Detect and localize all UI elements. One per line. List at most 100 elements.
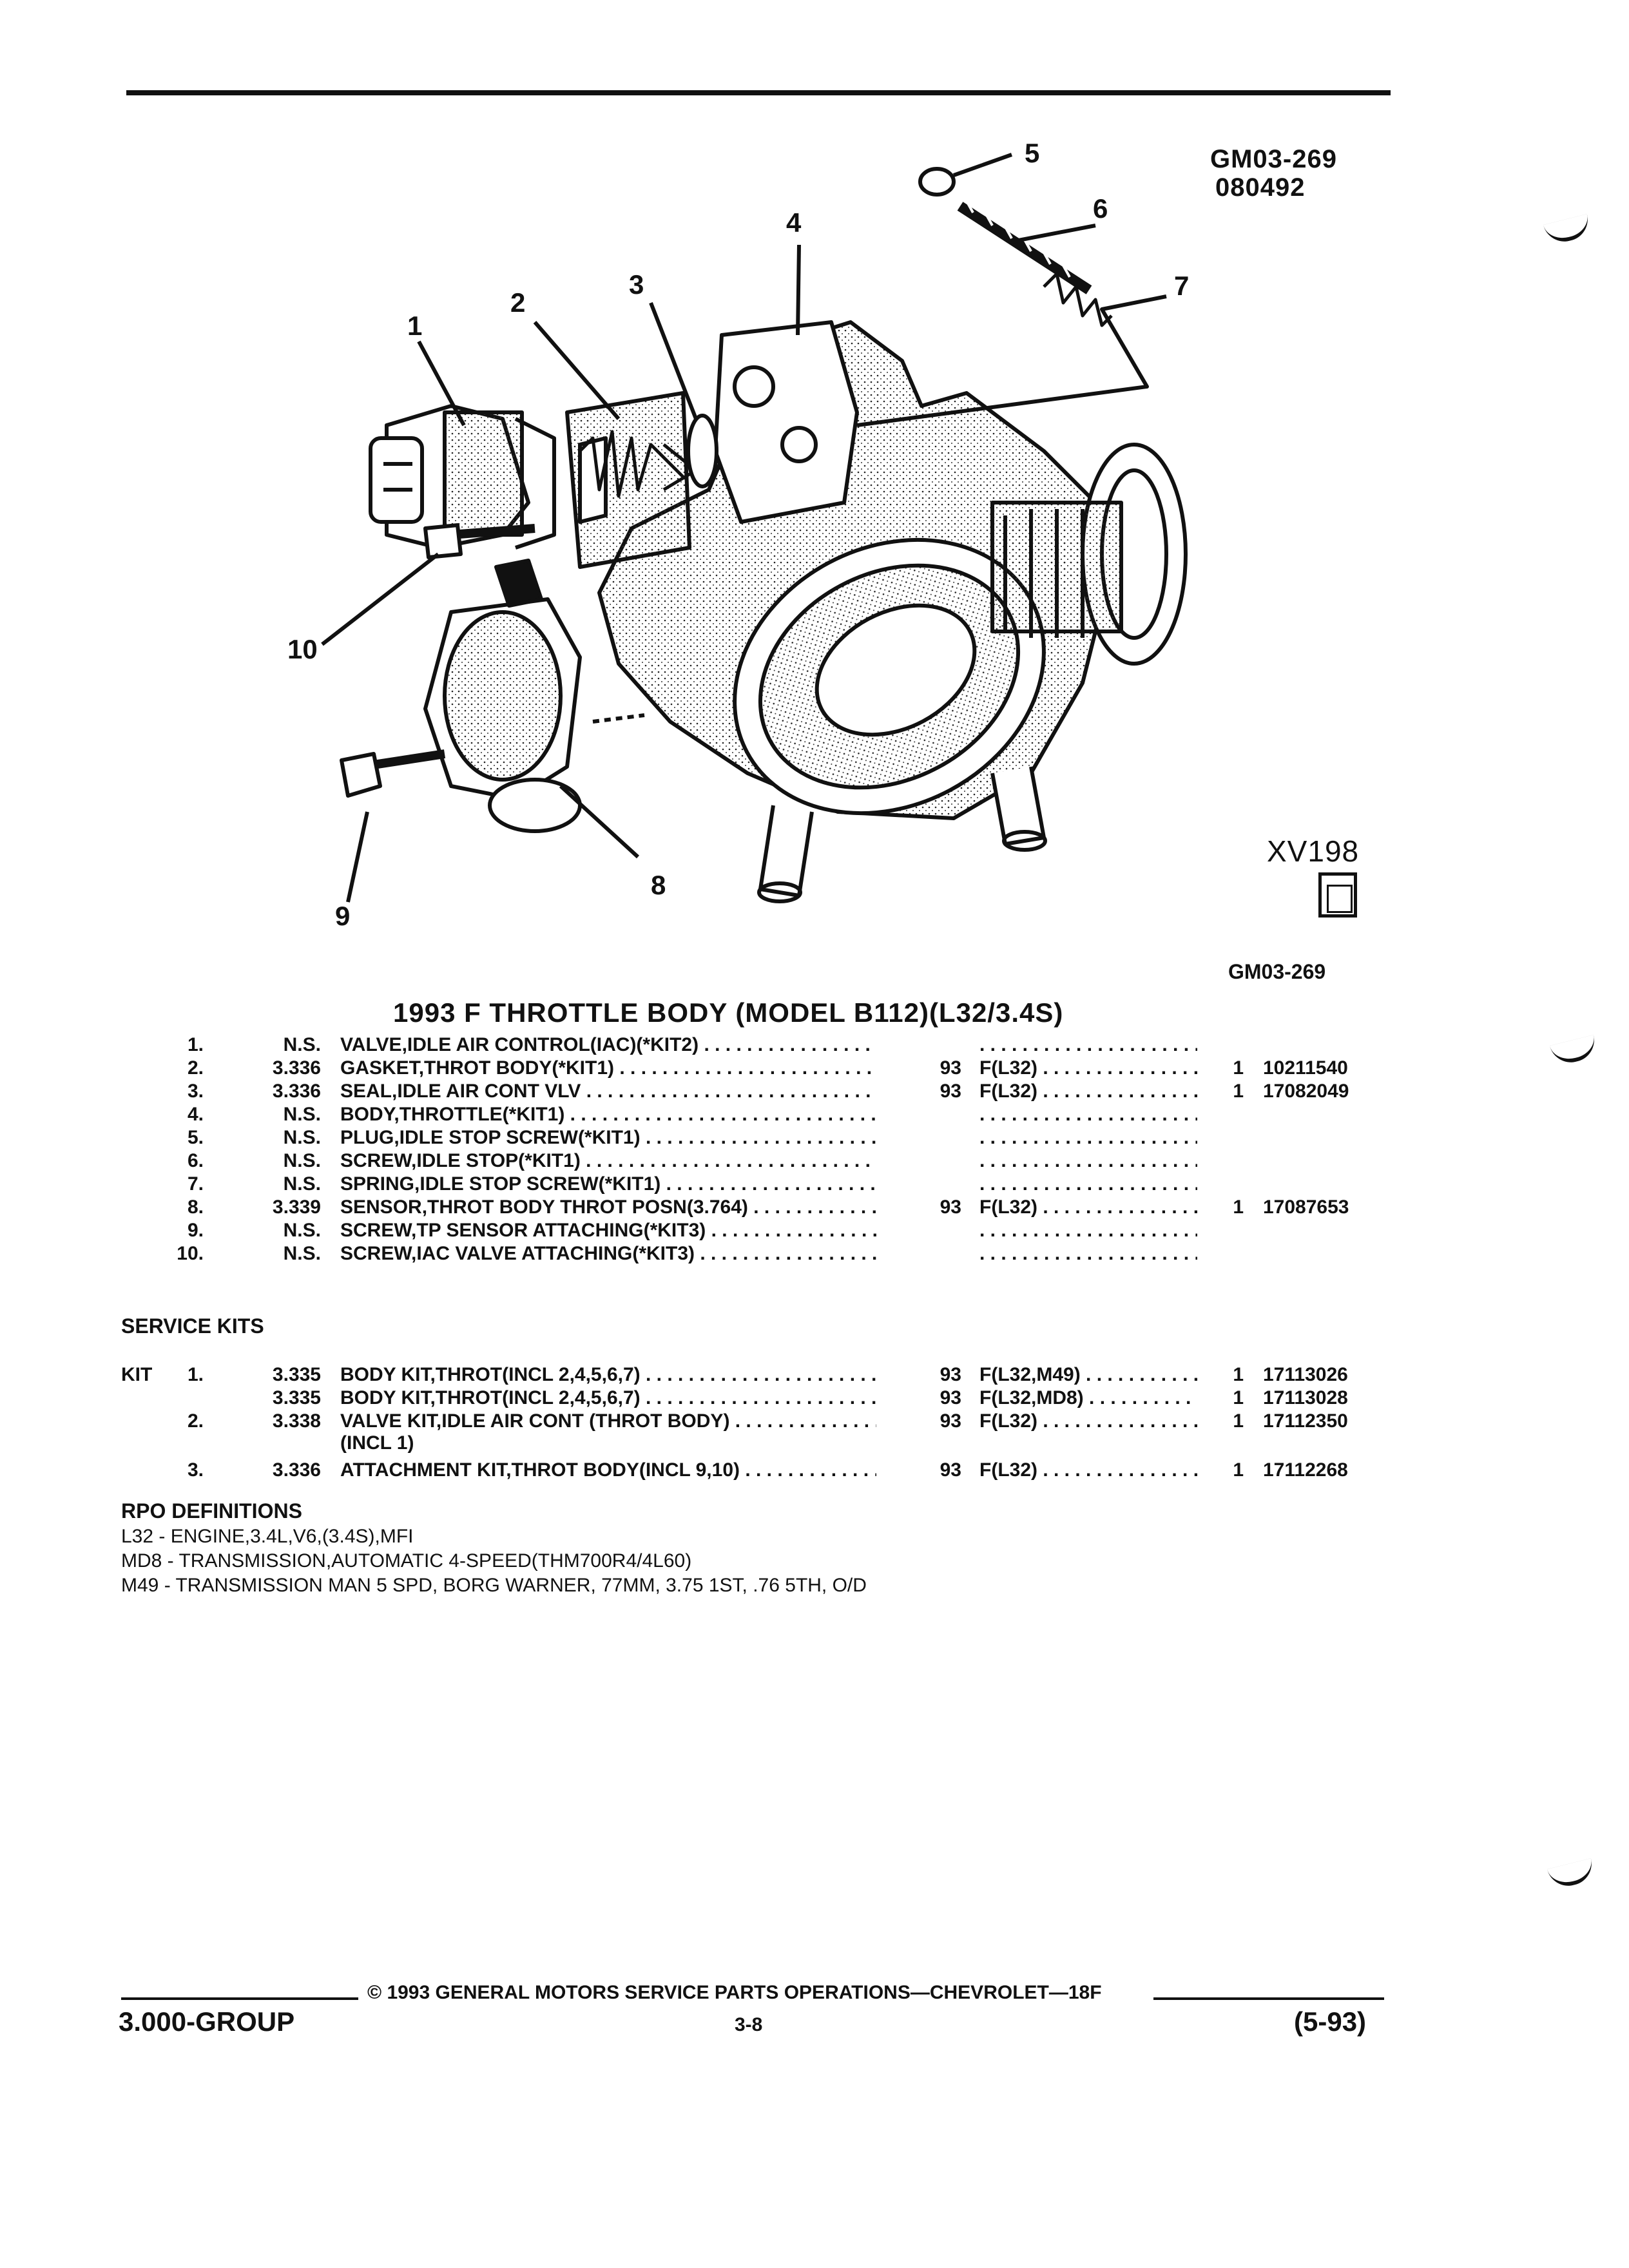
quantity: 1 <box>1233 1364 1244 1385</box>
part-description: SCREW,TP SENSOR ATTACHING(*KIT3) <box>340 1218 876 1244</box>
model-year: 93 <box>940 1459 961 1481</box>
model-year: 93 <box>940 1196 961 1218</box>
part-number: 17087653 <box>1263 1196 1349 1218</box>
part-name: SENSOR <box>340 1196 422 1218</box>
callout-7: 7 <box>1174 271 1190 301</box>
part-detail: ,THROT BODY THROT POSN(3.764) <box>421 1196 748 1218</box>
item-number: 8. <box>187 1196 204 1218</box>
callout-1: 1 <box>407 311 423 341</box>
leader-dots <box>979 1218 1197 1244</box>
part-name: SCREW <box>340 1150 412 1171</box>
callout-3: 3 <box>629 269 644 300</box>
figure-date: 080492 <box>1215 173 1306 202</box>
part-row: 8. 3.339 SENSOR,THROT BODY THROT POSN(3.76… <box>0 1195 1629 1220</box>
part-number: 17113028 <box>1263 1387 1348 1408</box>
part-detail-continued: (INCL 1) <box>340 1432 414 1454</box>
callout-6: 6 <box>1093 193 1108 224</box>
model-code: F(L32) <box>979 1055 1197 1081</box>
part-description: GASKET,THROT BODY(*KIT1) <box>340 1055 876 1081</box>
group-number: 3.338 <box>272 1410 321 1432</box>
leader-dots <box>979 1032 1197 1058</box>
idle-stop-screw <box>957 200 1092 294</box>
model-year: 93 <box>940 1410 961 1432</box>
group-number: 3.336 <box>272 1081 321 1102</box>
leader-dots <box>979 1241 1197 1267</box>
binding-mark <box>1547 1858 1597 1890</box>
item-number: 2. <box>187 1057 204 1079</box>
iac-valve <box>369 404 556 550</box>
throttle-body-illustration <box>321 153 1188 903</box>
part-name: BODY <box>340 1104 394 1125</box>
caption-id: GM03-269 <box>1228 960 1326 983</box>
leader-dots <box>979 1102 1197 1128</box>
footer-copyright: © 1993 GENERAL MOTORS SERVICE PARTS OPER… <box>367 1982 1102 2003</box>
part-name: PLUG <box>340 1127 394 1148</box>
part-row: 5.N.S.PLUG,IDLE STOP SCREW(*KIT1) <box>0 1125 1629 1151</box>
part-detail: ,THROT BODY(*KIT1) <box>418 1057 615 1079</box>
part-description: SEAL,IDLE AIR CONT VLV <box>340 1079 876 1104</box>
item-number: 1. <box>187 1034 204 1055</box>
model-code: F(L32) <box>979 1079 1197 1104</box>
callout-10: 10 <box>287 634 318 664</box>
part-detail: ,TP SENSOR ATTACHING(*KIT3) <box>411 1220 706 1241</box>
part-description: PLUG,IDLE STOP SCREW(*KIT1) <box>340 1125 876 1151</box>
iac-seal <box>686 414 718 488</box>
part-detail: ,IAC VALVE ATTACHING(*KIT3) <box>411 1243 695 1264</box>
tp-sensor-screw <box>340 749 446 798</box>
part-description: VALVE KIT,IDLE AIR CONT (THROT BODY) <box>340 1408 876 1434</box>
item-number: 3. <box>187 1081 204 1102</box>
callout-5: 5 <box>1025 138 1040 168</box>
group-number: N.S. <box>283 1243 321 1264</box>
part-row: 9.N.S.SCREW,TP SENSOR ATTACHING(*KIT3) <box>0 1218 1629 1244</box>
part-number: 17082049 <box>1263 1081 1349 1102</box>
part-row: 7.N.S.SPRING,IDLE STOP SCREW(*KIT1) <box>0 1171 1629 1197</box>
idle-stop-plug <box>918 167 956 197</box>
kit-row-continuation: (INCL 1) <box>0 1430 1629 1456</box>
group-number: 3.336 <box>272 1459 321 1481</box>
rpo-line-l32: L32 - ENGINE,3.4L,V6,(3.4S),MFI <box>121 1526 414 1547</box>
iac-gasket <box>565 391 691 569</box>
part-name: SPRING <box>340 1173 415 1195</box>
quantity: 1 <box>1233 1387 1244 1408</box>
iac-valve-screw <box>423 523 535 559</box>
throttle-pulley <box>990 443 1188 666</box>
footer-group: 3.000-GROUP <box>119 2006 295 2037</box>
part-description: BODY,THROTTLE(*KIT1) <box>340 1102 876 1128</box>
mounting-flange <box>713 320 859 524</box>
item-number: 3. <box>187 1459 204 1481</box>
footer-page-number: 3-8 <box>735 2014 763 2035</box>
part-number: 17112350 <box>1263 1410 1348 1432</box>
leader-dots <box>979 1148 1197 1174</box>
top-rule <box>126 90 1391 95</box>
part-name: SCREW <box>340 1220 412 1241</box>
model-year: 93 <box>940 1057 961 1079</box>
model-year: 93 <box>940 1387 961 1408</box>
rpo-line-m49: M49 - TRANSMISSION MAN 5 SPD, BORG WARNE… <box>121 1575 867 1596</box>
part-row: 4.N.S.BODY,THROTTLE(*KIT1) <box>0 1102 1629 1128</box>
footer-rule-right <box>1153 1997 1384 2000</box>
part-number: 10211540 <box>1263 1057 1348 1079</box>
callout-9: 9 <box>335 901 351 931</box>
section-title: 1993 F THROTTLE BODY (MODEL B112)(L32/3.… <box>393 997 1064 1028</box>
part-row: 10.N.S.SCREW,IAC VALVE ATTACHING(*KIT3) <box>0 1241 1629 1267</box>
footer-rule-left <box>121 1997 358 2000</box>
kit-label: KIT <box>121 1364 153 1385</box>
footer-date: (5-93) <box>1294 2006 1367 2037</box>
group-number: N.S. <box>283 1104 321 1125</box>
callout-8: 8 <box>651 870 666 900</box>
coolant-nipple <box>758 805 814 898</box>
group-number: 3.339 <box>272 1196 321 1218</box>
gm-spo-logo <box>1318 872 1357 918</box>
part-detail: ,IDLE STOP(*KIT1) <box>411 1150 581 1171</box>
part-name: BODY KIT <box>340 1387 430 1408</box>
group-number: N.S. <box>283 1150 321 1171</box>
part-detail: ,THROTTLE(*KIT1) <box>394 1104 565 1125</box>
part-detail: ,IDLE STOP SCREW(*KIT1) <box>414 1173 661 1195</box>
part-detail: ,THROT BODY(INCL 9,10) <box>506 1459 740 1481</box>
part-name: SCREW <box>340 1243 412 1264</box>
